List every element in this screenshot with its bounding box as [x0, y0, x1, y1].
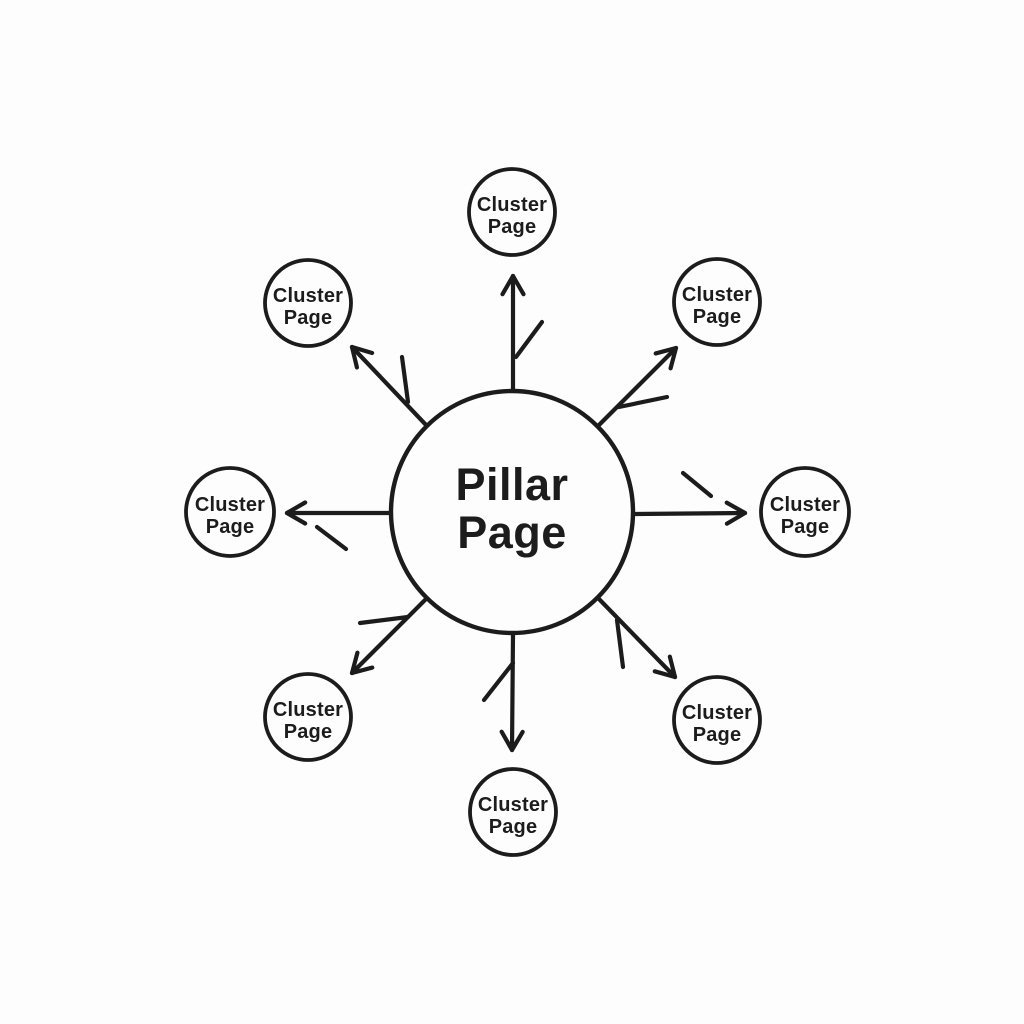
- arrowhead-icon: [652, 669, 678, 680]
- stray-mark-bottom-right-branch: [614, 617, 626, 670]
- cluster-page-circle: [759, 466, 851, 558]
- stray-mark-top-right-branch: [616, 394, 670, 410]
- arrow-bottom-right: [596, 596, 678, 680]
- arrowhead-icon: [500, 273, 516, 297]
- arrowhead-icon: [349, 665, 375, 676]
- stray-mark-top-branch: [513, 319, 545, 360]
- arrowhead-icon: [499, 729, 515, 753]
- stray-mark-left-slash: [314, 524, 349, 552]
- arrowhead-icon: [668, 345, 679, 371]
- arrow-shaft: [595, 345, 679, 429]
- arrowhead-icon: [667, 654, 678, 680]
- arrow-bottom: [499, 631, 525, 753]
- arrowhead-icon: [284, 510, 308, 526]
- pillar-page-circle: [388, 388, 636, 636]
- arrowhead-icon: [724, 500, 748, 516]
- arrow-top-left: [349, 344, 430, 429]
- arrow-bottom-left: [349, 597, 428, 676]
- stray-mark-right-slash: [680, 470, 714, 499]
- cluster-page-circle: [263, 672, 353, 762]
- stray-mark-bottom-left-branch: [357, 614, 411, 626]
- cluster-page-circle: [672, 675, 762, 765]
- arrow-top-right: [595, 345, 679, 429]
- arrow-shaft: [509, 631, 516, 753]
- arrow-shaft: [631, 510, 748, 517]
- arrowhead-icon: [724, 510, 748, 526]
- arrow-shaft: [596, 596, 678, 680]
- stray-mark-top-left-branch: [399, 354, 411, 405]
- arrowhead-icon: [510, 273, 526, 297]
- arrowhead-icon: [349, 344, 360, 370]
- arrowhead-icon: [653, 345, 679, 356]
- stray-mark-bottom-branch: [481, 660, 516, 703]
- arrowhead-icon: [349, 344, 375, 356]
- arrowhead-icon: [509, 729, 525, 753]
- arrow-shaft: [349, 344, 430, 429]
- cluster-page-circle: [468, 767, 558, 857]
- arrow-shaft: [349, 597, 428, 676]
- cluster-page-circle: [184, 466, 276, 558]
- cluster-page-circle: [263, 258, 353, 348]
- arrow-left: [284, 500, 395, 526]
- arrowhead-icon: [349, 650, 360, 676]
- arrow-right: [631, 500, 748, 526]
- arrow-top: [500, 273, 526, 393]
- cluster-page-circle: [467, 167, 557, 257]
- arrowhead-icon: [284, 500, 308, 516]
- cluster-page-circle: [672, 257, 762, 347]
